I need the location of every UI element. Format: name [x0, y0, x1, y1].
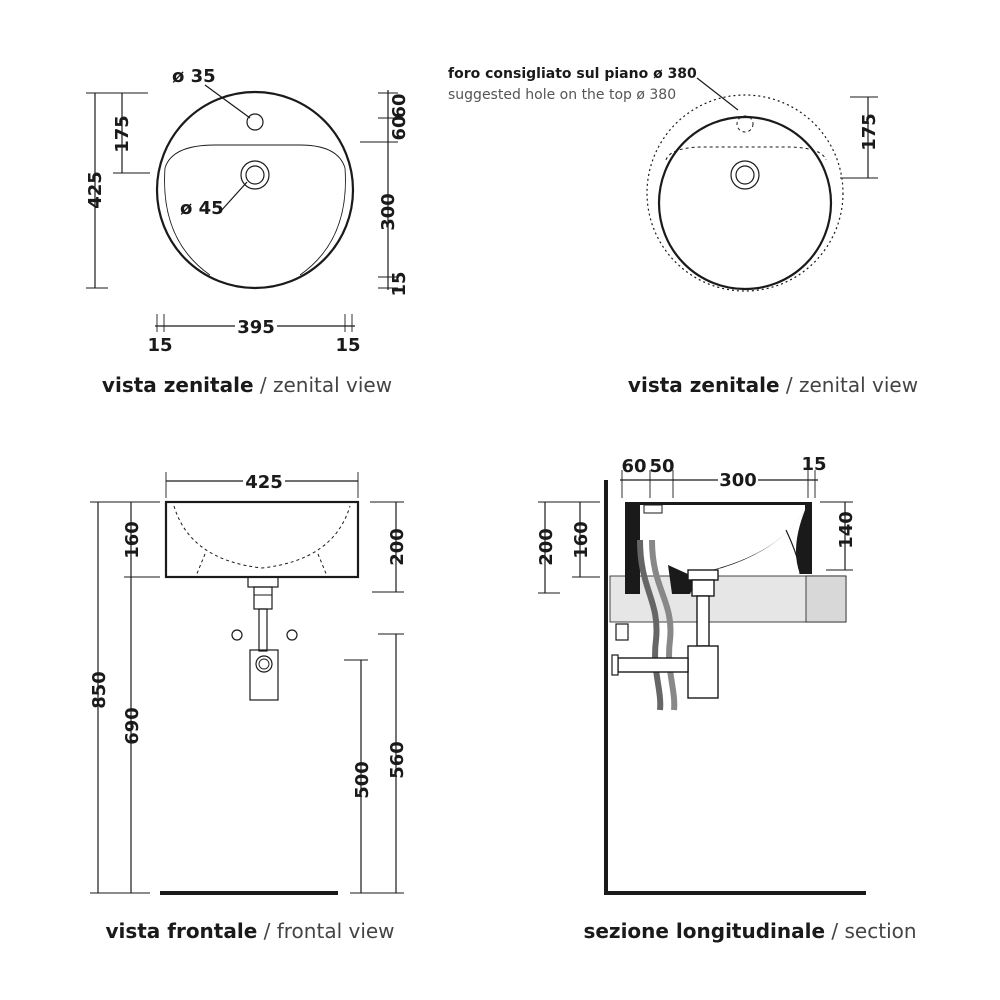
dim-690: 690: [122, 707, 143, 745]
trap-cap-inner: [258, 658, 270, 670]
valve-left: [231, 629, 243, 641]
dim-300: 300: [378, 193, 399, 231]
leader-hole: [696, 77, 739, 111]
top-right-zenital-view: foro consigliato sul piano ø 380 suggest…: [448, 66, 918, 397]
dim-60a: 60: [389, 115, 410, 140]
dim-60-section: 60: [621, 456, 646, 477]
dim-d35: ø 35: [172, 66, 216, 87]
label-bg-300: [718, 470, 758, 490]
caption-bottom-right-sep: /: [825, 919, 844, 943]
basin-outer-rim: [155, 90, 355, 290]
caption-bottom-left-light: frontal view: [277, 919, 395, 943]
dim-60b: 60: [389, 93, 410, 118]
caption-top-left-bold: vista zenitale: [102, 373, 254, 397]
label-bg-395: [235, 316, 277, 336]
caption-bottom-left-bold: vista frontale: [105, 919, 257, 943]
caption-bottom-right-bold: sezione longitudinale: [583, 919, 825, 943]
drain-inner-right: [735, 165, 755, 185]
note-en: suggested hole on the top ø 380: [448, 87, 676, 103]
dim-15-section: 15: [801, 454, 826, 475]
basin-foot-curve: [785, 529, 801, 575]
bottom-right-section-view: 60 50 300 15 200 160 140 sezione longitu…: [536, 454, 917, 943]
basin-shelf-dashed: [665, 146, 827, 161]
dim-140: 140: [836, 511, 857, 549]
drain-body: [253, 586, 273, 610]
wall-flange: [611, 654, 619, 676]
angle-valve: [615, 623, 629, 641]
bowl-inner-dashed: [173, 505, 351, 569]
dim-560: 560: [387, 741, 408, 779]
caption-top-left-sep: /: [254, 373, 273, 397]
drain-inner: [245, 165, 265, 185]
dim-200-front: 200: [387, 528, 408, 566]
dim-50-section: 50: [649, 456, 674, 477]
caption-top-right-bold: vista zenitale: [628, 373, 780, 397]
trap-pipe: [258, 608, 268, 652]
drain-cap-section: [687, 569, 719, 581]
dim-200-section: 200: [536, 528, 557, 566]
hose-2: [649, 539, 678, 711]
caption-bottom-left: vista frontale / frontal view: [105, 919, 394, 943]
caption-bottom-right: sezione longitudinale / section: [583, 919, 916, 943]
drain-flange: [247, 576, 279, 588]
basin-section-cavity: [640, 505, 805, 575]
trap-bottle-section: [687, 645, 719, 699]
trap-bottle: [249, 649, 279, 701]
dim-15r: 15: [389, 271, 410, 296]
caption-top-right: vista zenitale / zenital view: [628, 373, 918, 397]
note-it: foro consigliato sul piano ø 380: [448, 66, 697, 82]
dim-175: 175: [112, 115, 133, 153]
dim-15-right: 15: [335, 335, 360, 356]
caption-bottom-left-sep: /: [257, 919, 276, 943]
basin-back-shelf: [164, 144, 346, 169]
top-left-zenital-view: ø 35 ø 45 425 175 60 60 300 15 395 15 15…: [85, 66, 410, 397]
dim-175-right: 175: [859, 113, 880, 151]
valve-right: [286, 629, 298, 641]
waste-pipe-section: [617, 657, 689, 673]
drain-outer: [240, 160, 270, 190]
dim-160-front: 160: [122, 521, 143, 559]
caption-top-right-sep: /: [780, 373, 799, 397]
leader-d35: [204, 84, 251, 119]
leader-d45: [219, 181, 248, 213]
dim-425: 425: [85, 171, 106, 209]
tap-hole: [246, 113, 264, 131]
dim-850: 850: [89, 671, 110, 709]
dim-395: 395: [237, 317, 275, 338]
dim-d45: ø 45: [180, 198, 224, 219]
dim-425-front: 425: [245, 472, 283, 493]
caption-bottom-right-light: section: [845, 919, 917, 943]
suggested-hole-outline: [646, 94, 844, 292]
tail-pipe-section: [696, 595, 710, 647]
basin-rim-top: [657, 115, 833, 291]
label-bg-425: [243, 471, 285, 491]
dim-500: 500: [352, 761, 373, 799]
dim-160-section: 160: [571, 521, 592, 559]
dim-15-left: 15: [147, 335, 172, 356]
tap-base: [643, 504, 663, 514]
countertop-edge: [805, 575, 847, 623]
caption-top-left-light: zenital view: [273, 373, 392, 397]
trap-cap: [255, 655, 273, 673]
drain-outer-right: [730, 160, 760, 190]
basin-front: [164, 500, 360, 579]
basin-inner-edge: [164, 167, 346, 276]
caption-top-left: vista zenitale / zenital view: [102, 373, 392, 397]
hose-1: [637, 539, 664, 711]
drain-body-section: [691, 579, 715, 597]
bowl-feet-dashed: [195, 553, 328, 577]
caption-top-right-light: zenital view: [799, 373, 918, 397]
bottom-left-frontal-view: 425 850 160 690 200 560 500 vista fronta…: [89, 471, 408, 943]
tap-hole-dashed: [736, 115, 754, 133]
dim-300-section: 300: [719, 470, 757, 491]
